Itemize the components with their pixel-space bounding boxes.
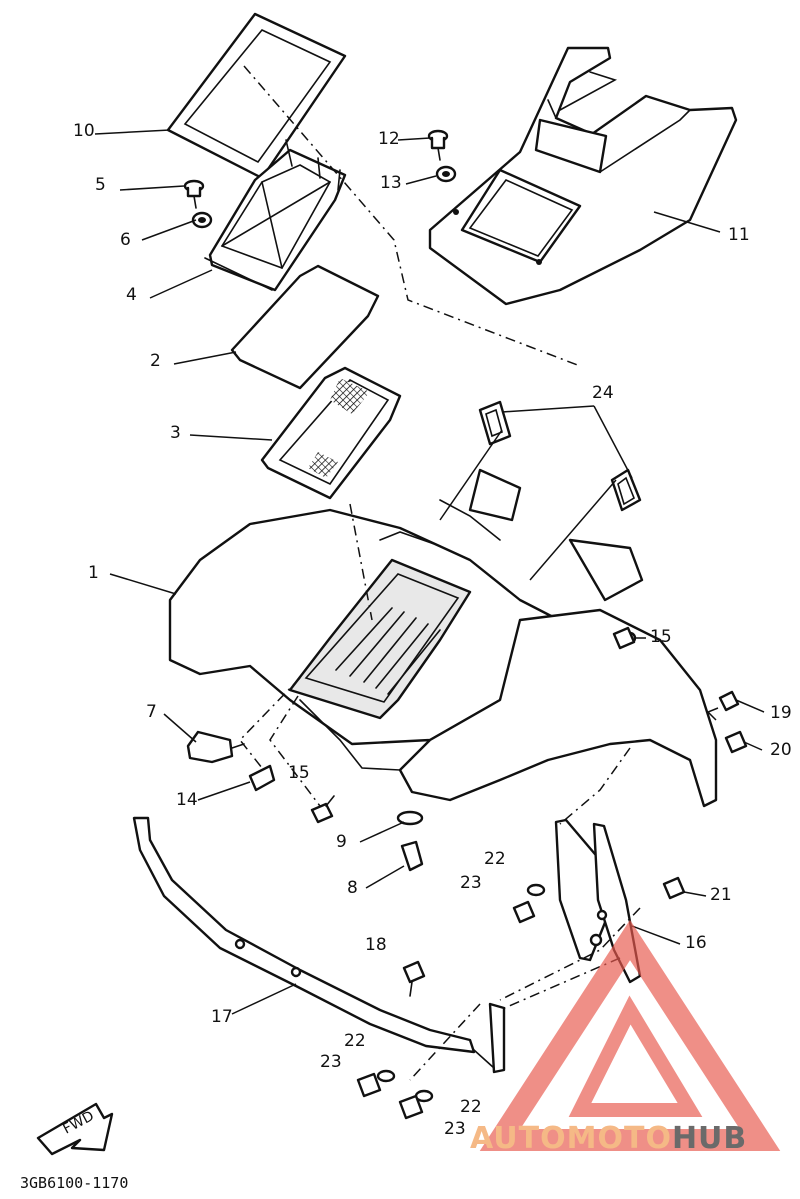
part-22-washer xyxy=(526,883,546,897)
part-23-nut xyxy=(512,900,536,924)
callout-16: 16 xyxy=(685,933,707,953)
callout-11: 11 xyxy=(728,225,750,245)
fwd-arrow-icon: FWD xyxy=(36,1102,114,1156)
part-14-clip xyxy=(248,764,276,792)
callout-labels: 1234567891011121314151516171819202122232… xyxy=(73,121,792,1139)
callout-7: 7 xyxy=(146,702,157,722)
part-7-connector xyxy=(186,730,245,764)
part-20-screw xyxy=(724,730,748,754)
part-23-nut xyxy=(356,1072,382,1098)
part-21-screw xyxy=(662,876,686,900)
part-12-screw xyxy=(427,129,449,161)
callout-14: 14 xyxy=(176,790,198,810)
callout-9: 9 xyxy=(336,832,347,852)
part-1-fender xyxy=(168,468,718,808)
part-11-top-cover xyxy=(428,46,738,306)
callout-18: 18 xyxy=(365,935,387,955)
part-3-mesh-screen xyxy=(260,366,402,500)
callout-4: 4 xyxy=(126,285,137,305)
svg-text:AUTOMOTOHUB: AUTOMOTOHUB xyxy=(470,1121,747,1156)
part-23-nut xyxy=(398,1094,424,1120)
callout-1: 1 xyxy=(88,563,99,583)
callout-22: 22 xyxy=(460,1097,482,1117)
part-24-grommet xyxy=(478,400,512,446)
part-13-washer xyxy=(435,165,457,183)
callout-22: 22 xyxy=(484,849,506,869)
part-17-brace xyxy=(132,816,506,1074)
callout-12: 12 xyxy=(378,129,400,149)
callout-17: 17 xyxy=(211,1007,233,1027)
part-5-screw xyxy=(183,179,205,209)
callout-24: 24 xyxy=(592,383,614,403)
callout-21: 21 xyxy=(710,885,732,905)
callout-3: 3 xyxy=(170,423,181,443)
callout-10: 10 xyxy=(73,121,95,141)
part-22-washer xyxy=(376,1069,396,1083)
part-19-screw xyxy=(718,690,740,712)
part-18-bolt xyxy=(402,960,426,997)
part-9-clamp xyxy=(396,810,424,826)
part-6-washer xyxy=(191,211,213,229)
watermark-text-part1: AUTOMOTO xyxy=(470,1121,672,1156)
part-8-hose xyxy=(400,840,424,872)
diagram-code: 3GB6100-1170 xyxy=(20,1174,128,1192)
automotohub-logo-watermark: AUTOMOTOHUB xyxy=(470,919,781,1156)
callout-23: 23 xyxy=(460,873,482,893)
callout-23: 23 xyxy=(444,1119,466,1139)
callout-22: 22 xyxy=(344,1031,366,1051)
part-15-bolt xyxy=(310,795,335,824)
callout-19: 19 xyxy=(770,703,792,723)
callout-6: 6 xyxy=(120,230,131,250)
callout-23: 23 xyxy=(320,1052,342,1072)
callout-13: 13 xyxy=(380,173,402,193)
air-box-ribs xyxy=(335,607,441,695)
part-15-bolt xyxy=(612,626,636,650)
callout-20: 20 xyxy=(770,740,792,760)
callout-5: 5 xyxy=(95,175,106,195)
part-2-filter-pad xyxy=(230,264,380,390)
part-4-frame xyxy=(204,139,347,292)
callout-15: 15 xyxy=(288,763,310,783)
callout-2: 2 xyxy=(150,351,161,371)
leader-lines xyxy=(94,65,765,1081)
part-24-grommet xyxy=(610,468,642,512)
callout-15: 15 xyxy=(650,627,672,647)
callout-8: 8 xyxy=(347,878,358,898)
watermark-text-part2: HUB xyxy=(672,1121,747,1156)
